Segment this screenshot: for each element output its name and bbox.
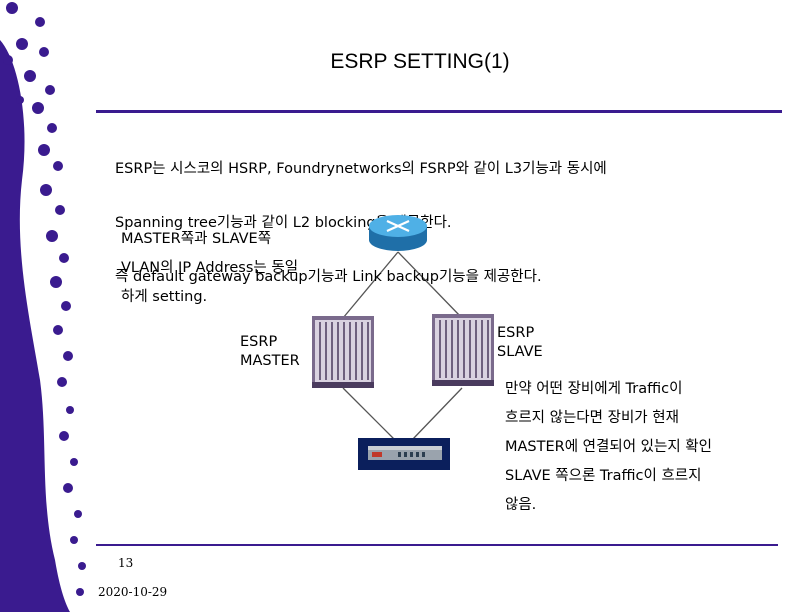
edge-switch-icon bbox=[358, 438, 450, 470]
label-line: ESRP bbox=[497, 325, 535, 341]
label-line: ESRP bbox=[240, 334, 278, 350]
intro-text: ESRP는 시스코의 HSRP, Foundrynetworks의 FSRP와 … bbox=[115, 124, 607, 304]
note-line: 만약 어떤 장비에게 Traffic이 bbox=[505, 381, 683, 397]
esrp-master-switch-icon bbox=[312, 316, 374, 388]
label-line: MASTER bbox=[240, 353, 300, 369]
note-line: 않음. bbox=[505, 497, 537, 513]
title-divider bbox=[96, 110, 782, 113]
note-line: MASTER에 연결되어 있는지 확인 bbox=[505, 439, 712, 455]
esrp-slave-switch-icon bbox=[432, 314, 494, 386]
note-line: MASTER쪽과 SLAVE쪽 bbox=[121, 231, 272, 247]
right-note: 만약 어떤 장비에게 Traffic이 흐르지 않는다면 장비가 현재 MAST… bbox=[505, 380, 712, 514]
esrp-slave-label: ESRP SLAVE bbox=[497, 324, 543, 362]
left-note: MASTER쪽과 SLAVE쪽 VLAN의 IP Address는 동일 하게 … bbox=[121, 230, 298, 306]
note-line: SLAVE 쪽으론 Traffic이 흐르지 bbox=[505, 468, 702, 484]
page-number: 13 bbox=[118, 556, 134, 570]
footer-divider bbox=[96, 544, 778, 546]
slide-title: ESRP SETTING(1) bbox=[330, 50, 510, 73]
intro-line: 즉 default gateway backup기능과 Link backup기… bbox=[115, 269, 542, 285]
note-line: 흐르지 않는다면 장비가 현재 bbox=[505, 410, 679, 426]
slide-date: 2020-10-29 bbox=[98, 585, 168, 599]
intro-line: ESRP는 시스코의 HSRP, Foundrynetworks의 FSRP와 … bbox=[115, 161, 607, 177]
note-line: VLAN의 IP Address는 동일 bbox=[121, 260, 299, 276]
label-line: SLAVE bbox=[497, 344, 543, 360]
esrp-master-label: ESRP MASTER bbox=[240, 333, 300, 371]
router-icon bbox=[369, 215, 427, 251]
note-line: 하게 setting. bbox=[121, 289, 208, 305]
